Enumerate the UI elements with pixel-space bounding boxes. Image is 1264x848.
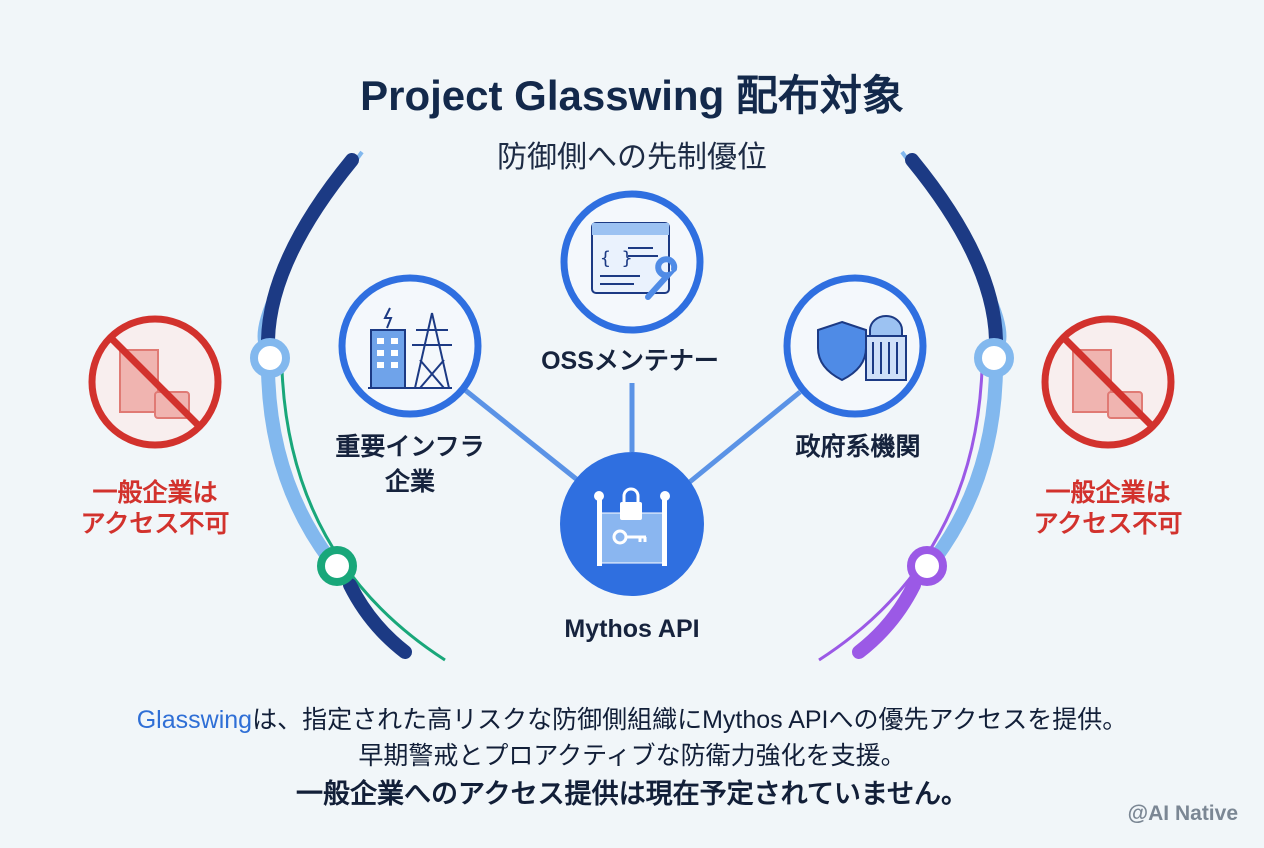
left-green-arc: [280, 369, 446, 662]
denied-line2: アクセス不可: [80, 510, 230, 538]
gov-label: 政府系機関: [795, 433, 921, 461]
denied-label-right: 一般企業は アクセス不可: [1034, 478, 1183, 540]
infra-label-line1: 重要インフラ: [335, 433, 485, 461]
code-window-wrench-icon: { }: [560, 190, 704, 334]
description-line2: 早期警戒とプロアクティブな防衛力強化を支援。: [358, 742, 906, 770]
left-arc: [250, 150, 446, 662]
infra-label: 重要インフラ 企業: [335, 430, 484, 500]
denied-line1: 一般企業は: [1045, 479, 1171, 507]
core-label: Mythos API: [564, 615, 700, 643]
oss-label: OSSメンテナー: [541, 347, 719, 375]
locked-gate-key-icon: [560, 452, 704, 596]
credit: @AI Native: [1127, 802, 1238, 825]
no-building-icon-right: [1041, 315, 1175, 449]
left-light-arc: [261, 369, 336, 565]
subtitle: 防御側への先制優位: [497, 141, 767, 174]
page-title: Project Glasswing 配布対象: [360, 72, 904, 119]
right-arc: [818, 150, 1014, 662]
denied-line1: 一般企業は: [92, 479, 218, 507]
infra-label-line2: 企業: [384, 468, 436, 496]
glasswing-highlight: Glasswing: [136, 706, 253, 734]
description-line3: 一般企業へのアクセス提供は現在予定されていません。: [295, 779, 969, 809]
building-power-tower-icon: [338, 274, 482, 418]
no-building-icon-left: [88, 315, 222, 449]
shield-capitol-icon: [783, 274, 927, 418]
left-dark-arc-bottom: [343, 578, 412, 659]
denied-label-left: 一般企業は アクセス不可: [81, 478, 230, 540]
connectors: [463, 383, 802, 487]
left-green-dot: [317, 546, 357, 586]
svg-text:{ }: { }: [600, 248, 633, 269]
description-line1: Glasswingは、指定された高リスクな防御側組織にMythos APIへの優…: [137, 700, 1128, 736]
left-dark-arc-top: [261, 153, 359, 347]
left-node-dot: [250, 338, 290, 378]
denied-line2: アクセス不可: [1033, 510, 1183, 538]
description-line1-rest: は、指定された高リスクな防御側組織にMythos APIへの優先アクセスを提供。: [252, 706, 1128, 734]
